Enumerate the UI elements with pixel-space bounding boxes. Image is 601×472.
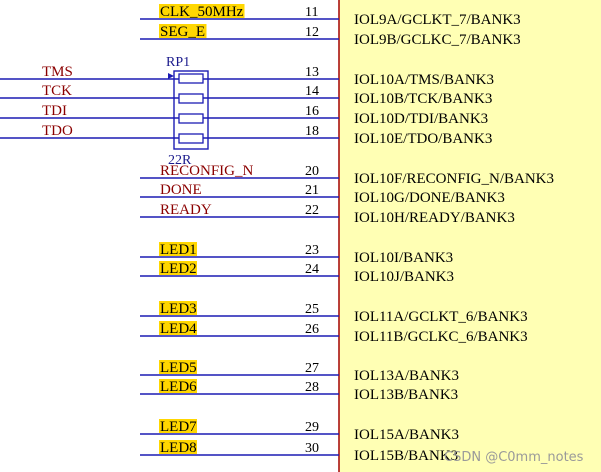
label-highlight	[159, 440, 197, 454]
net-label: LED7	[160, 419, 197, 435]
label-highlight	[159, 261, 197, 275]
port-name: IOL10H/READY/BANK3	[354, 210, 515, 226]
net-label: TDO	[42, 123, 73, 139]
pin-number: 21	[305, 183, 319, 198]
fpga-chip-body	[338, 0, 601, 472]
port-name: IOL9A/GCLKT_7/BANK3	[354, 12, 521, 28]
net-label: LED2	[160, 261, 197, 277]
label-highlight	[159, 379, 197, 393]
port-name: IOL10F/RECONFIG_N/BANK3	[354, 171, 554, 187]
label-highlight	[159, 360, 197, 374]
port-name: IOL10A/TMS/BANK3	[354, 72, 494, 88]
net-label: LED6	[160, 379, 197, 395]
port-name: IOL10D/TDI/BANK3	[354, 111, 488, 127]
port-name: IOL10B/TCK/BANK3	[354, 91, 492, 107]
port-name: IOL10E/TDO/BANK3	[354, 131, 492, 147]
label-highlight	[159, 4, 245, 18]
pin-number: 18	[305, 124, 319, 139]
port-name: IOL10G/DONE/BANK3	[354, 190, 505, 206]
resistor-element	[178, 113, 204, 124]
watermark: CSDN @C0mm_notes	[444, 450, 584, 465]
pin-number: 11	[305, 5, 318, 20]
pin-number: 28	[305, 380, 319, 395]
port-name: IOL15B/BANK3	[354, 448, 458, 464]
resistor-element	[178, 73, 204, 84]
net-label: LED4	[160, 321, 197, 337]
net-label: LED3	[160, 301, 197, 317]
pin-number: 27	[305, 361, 319, 376]
label-highlight	[159, 242, 197, 256]
resistor-element	[178, 93, 204, 104]
port-name: IOL13A/BANK3	[354, 368, 459, 384]
pin-number: 29	[305, 420, 319, 435]
label-highlight	[159, 419, 197, 433]
net-label: CLK_50MHz	[160, 4, 244, 20]
label-highlight	[159, 301, 197, 315]
port-name: IOL10I/BANK3	[354, 250, 453, 266]
label-highlight	[159, 321, 197, 335]
port-name: IOL11B/GCLKC_6/BANK3	[354, 329, 528, 345]
port-name: IOL15A/BANK3	[354, 427, 459, 443]
port-name: IOL11A/GCLKT_6/BANK3	[354, 309, 528, 325]
net-label: LED8	[160, 440, 197, 456]
pin-number: 12	[305, 25, 319, 40]
net-label: SEG_E	[160, 24, 205, 40]
net-label: LED1	[160, 242, 197, 258]
pin-number: 16	[305, 104, 319, 119]
port-name: IOL13B/BANK3	[354, 387, 458, 403]
resistor-element	[178, 133, 204, 144]
pin-number: 30	[305, 441, 319, 456]
resistor-value-label: 22R	[168, 153, 192, 168]
pin-number: 14	[305, 84, 319, 99]
pin1-marker-icon	[168, 73, 174, 79]
net-label: TCK	[42, 83, 72, 99]
pin-number: 23	[305, 243, 319, 258]
pin-number: 20	[305, 164, 319, 179]
pin-number: 22	[305, 203, 319, 218]
net-label: LED5	[160, 360, 197, 376]
net-label: RECONFIG_N	[160, 163, 254, 179]
pin-number: 24	[305, 262, 319, 277]
net-label: TMS	[42, 64, 73, 80]
port-name: IOL9B/GCLKC_7/BANK3	[354, 32, 521, 48]
net-label: DONE	[160, 182, 202, 198]
resistor-ref-label: RP1	[166, 55, 190, 70]
net-label: TDI	[42, 103, 67, 119]
port-name: IOL10J/BANK3	[354, 269, 454, 285]
net-label: READY	[160, 202, 212, 218]
resistor-network-rp1: RP1 22R	[166, 55, 209, 168]
resistor-network-body	[173, 70, 209, 150]
pin-number: 25	[305, 302, 319, 317]
pin-number: 26	[305, 322, 319, 337]
pin-number: 13	[305, 65, 319, 80]
label-highlight	[159, 24, 207, 38]
